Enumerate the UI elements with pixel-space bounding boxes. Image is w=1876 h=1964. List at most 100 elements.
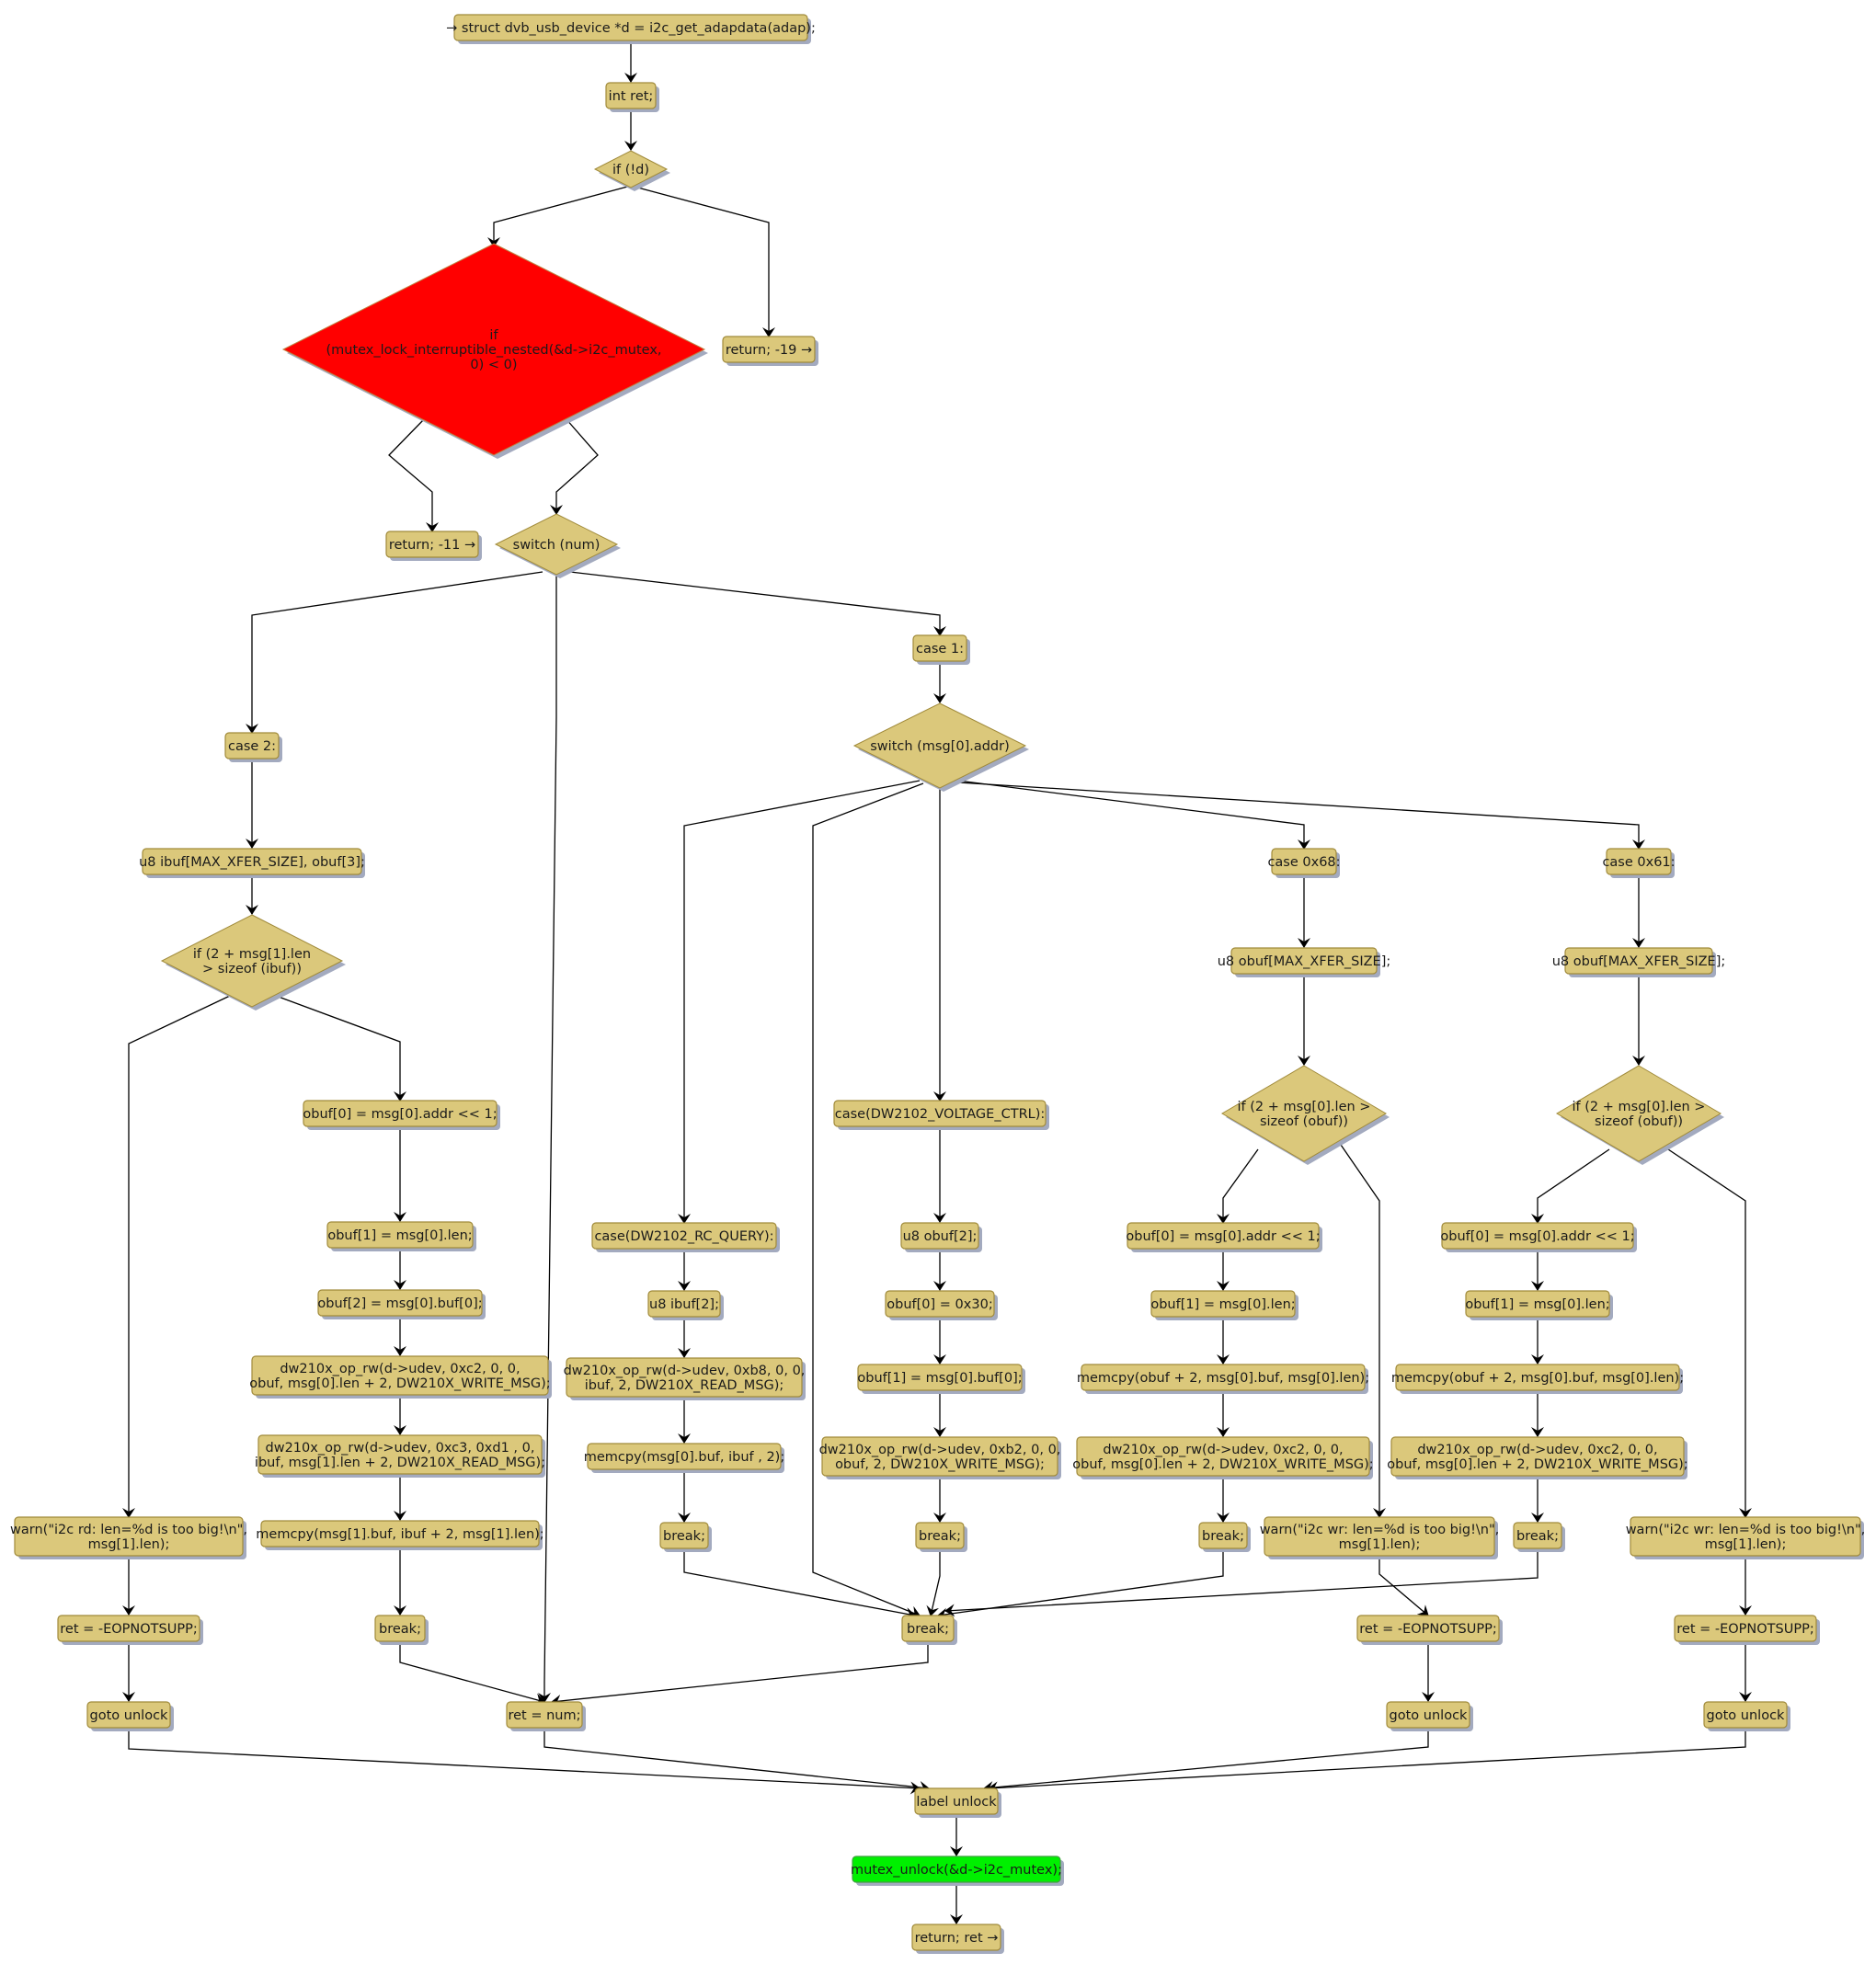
diamond-shape — [852, 702, 1027, 789]
box-shape — [57, 1615, 200, 1642]
statement-node: ret = -EOPNOTSUPP; — [57, 1615, 203, 1645]
statement-node: u8 obuf[MAX_XFER_SIZE]; — [1218, 947, 1390, 977]
node-label: u8 obuf[2]; — [903, 1229, 978, 1244]
statement-node: break; — [901, 1615, 957, 1645]
flow-edge — [678, 780, 921, 1224]
diamond-shape — [494, 513, 619, 576]
statement-node: ret = -EOPNOTSUPP; — [1674, 1615, 1820, 1645]
decision-node: if (!d) — [593, 150, 670, 191]
box-shape — [605, 82, 657, 109]
node-label: case(DW2102_RC_QUERY): — [594, 1229, 773, 1244]
flow-edge — [388, 417, 439, 532]
flow-edge — [1378, 1556, 1429, 1616]
diamond-shape — [160, 914, 344, 1008]
statement-node: → struct dvb_usb_device *d = i2c_get_ada… — [446, 14, 816, 44]
node-label: warn("i2c wr: len=%d is too big!\n", — [1260, 1523, 1500, 1537]
flow-edge — [1667, 1148, 1752, 1518]
box-shape — [1395, 1364, 1680, 1391]
statement-node: break; — [374, 1615, 429, 1645]
node-label: u8 ibuf[2]; — [649, 1297, 719, 1312]
statement-node: warn("i2c wr: len=%d is too big!\n",msg[… — [1626, 1516, 1866, 1559]
flow-edge — [275, 995, 406, 1102]
decision-node: switch (msg[0].addr) — [852, 702, 1029, 792]
box-shape — [1564, 947, 1713, 975]
statement-node: dw210x_op_rw(d->udev, 0xc2, 0, 0,obuf, m… — [249, 1355, 552, 1399]
flow-edge — [538, 575, 557, 1703]
statement-node: dw210x_op_rw(d->udev, 0xb8, 0, 0,ibuf, 2… — [564, 1357, 806, 1400]
statement-node: break; — [915, 1522, 967, 1552]
node-label: case 1: — [916, 642, 964, 657]
flow-edge — [944, 1548, 1539, 1617]
flow-edge — [487, 185, 632, 247]
box-shape — [1513, 1522, 1562, 1549]
statement-node: obuf[1] = msg[0].len; — [326, 1221, 476, 1251]
statement-node: obuf[1] = msg[0].buf[0]; — [857, 1364, 1025, 1394]
node-label: break; — [907, 1622, 949, 1637]
flow-edge — [926, 1548, 941, 1616]
box-shape — [1230, 947, 1378, 975]
node-label: ret = -EOPNOTSUPP; — [60, 1622, 197, 1637]
node-label: dw210x_op_rw(d->udev, 0xc2, 0, 0, — [1417, 1443, 1657, 1457]
node-label: goto unlock — [1707, 1708, 1785, 1723]
node-label: label unlock — [916, 1795, 997, 1810]
node-label: obuf[2] = msg[0].buf[0]; — [317, 1296, 482, 1311]
diamond-shape — [1221, 1065, 1387, 1162]
box-shape — [1127, 1222, 1320, 1250]
node-label: if (!d) — [612, 163, 649, 177]
box-shape — [1150, 1290, 1296, 1318]
box-shape — [224, 732, 280, 759]
node-label: case(DW2102_VOLTAGE_CTRL): — [835, 1107, 1046, 1122]
box-shape — [14, 1516, 244, 1557]
statement-node: u8 ibuf[MAX_XFER_SIZE], obuf[3]; — [139, 848, 365, 878]
statement-node: case(DW2102_VOLTAGE_CTRL): — [833, 1100, 1049, 1130]
node-label: memcpy(obuf + 2, msg[0].buf, msg[0].len)… — [1391, 1371, 1684, 1386]
flow-edge — [551, 1641, 929, 1707]
flow-edge — [122, 995, 231, 1518]
statement-node: obuf[1] = msg[0].len; — [1150, 1290, 1298, 1320]
diamond-shape — [281, 243, 706, 456]
node-label: dw210x_op_rw(d->udev, 0xb2, 0, 0, — [819, 1443, 1061, 1457]
flow-edge — [543, 1728, 930, 1794]
box-shape — [1441, 1222, 1634, 1250]
node-label: memcpy(msg[1].buf, ibuf + 2, msg[1].len)… — [256, 1527, 543, 1542]
node-label: ret = -EOPNOTSUPP; — [1676, 1622, 1813, 1637]
box-shape — [911, 1924, 1001, 1951]
statement-node: dw210x_op_rw(d->udev, 0xc2, 0, 0,obuf, m… — [1387, 1436, 1688, 1479]
statement-node: ret = num; — [506, 1701, 586, 1731]
edges-layer — [122, 40, 1752, 1924]
node-label: break; — [379, 1622, 421, 1637]
statement-node: obuf[0] = 0x30; — [885, 1290, 998, 1320]
box-shape — [915, 1522, 965, 1549]
node-label: msg[1].len); — [1339, 1537, 1421, 1552]
statement-node: goto unlock — [1386, 1701, 1473, 1731]
flow-edge — [957, 780, 1310, 850]
box-shape — [900, 1222, 979, 1250]
node-label: ibuf, msg[1].len + 2, DW210X_READ_MSG); — [255, 1456, 545, 1470]
node-label: break; — [1202, 1529, 1244, 1544]
box-shape — [1264, 1516, 1495, 1557]
decision-node: if (2 + msg[1].len> sizeof (ibuf)) — [160, 914, 346, 1011]
statement-node: obuf[0] = msg[0].addr << 1; — [303, 1100, 500, 1130]
nodes-layer: → struct dvb_usb_device *d = i2c_get_ada… — [10, 14, 1866, 1954]
box-shape — [257, 1434, 543, 1475]
statement-node: memcpy(obuf + 2, msg[0].buf, msg[0].len)… — [1391, 1364, 1684, 1394]
statement-node: return; ret → — [911, 1924, 1004, 1954]
node-label: mutex_unlock(&d->i2c_mutex); — [851, 1863, 1062, 1878]
node-label: if (2 + msg[1].len — [193, 947, 311, 962]
flow-edge — [128, 1728, 921, 1795]
node-label: obuf, msg[0].len + 2, DW210X_WRITE_MSG); — [249, 1376, 550, 1391]
statement-node: obuf[1] = msg[0].len; — [1465, 1290, 1613, 1320]
statement-node: u8 obuf[MAX_XFER_SIZE]; — [1552, 947, 1725, 977]
node-label: obuf, 2, DW210X_WRITE_MSG); — [835, 1457, 1045, 1472]
node-label: memcpy(msg[0].buf, ibuf , 2); — [584, 1450, 784, 1465]
box-shape — [86, 1701, 171, 1729]
flow-edge — [957, 782, 1645, 850]
box-shape — [1703, 1701, 1788, 1729]
node-label: warn("i2c wr: len=%d is too big!\n", — [1626, 1523, 1866, 1537]
node-label: dw210x_op_rw(d->udev, 0xc3, 0xd1 , 0, — [266, 1441, 535, 1456]
node-label: ibuf, 2, DW210X_READ_MSG); — [585, 1378, 784, 1393]
statement-node: dw210x_op_rw(d->udev, 0xb2, 0, 0,obuf, 2… — [819, 1436, 1061, 1479]
box-shape — [1606, 848, 1672, 875]
box-shape — [260, 1520, 540, 1547]
node-label: (mutex_lock_interruptible_nested(&d->i2c… — [326, 343, 661, 358]
